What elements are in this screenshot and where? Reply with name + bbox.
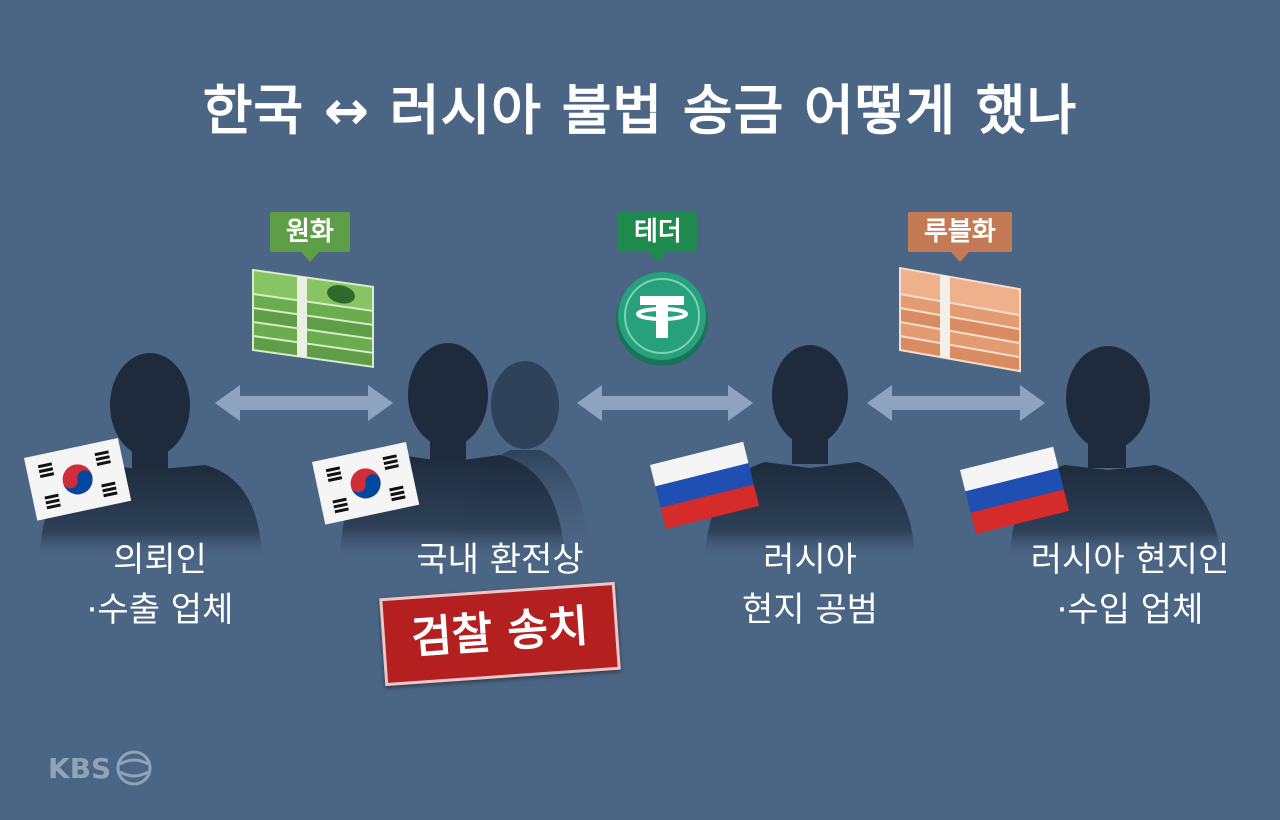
double-arrow-icon (577, 385, 753, 421)
south-korea-flag-icon (24, 438, 132, 521)
actor-label-line: 러시아 현지인 (1030, 540, 1230, 580)
actor-label-line: ·수입 업체 (1056, 590, 1204, 630)
actor-label-importer: 러시아 현지인 ·수입 업체 (1000, 535, 1260, 635)
south-korea-flag-icon (312, 442, 420, 525)
arrows (215, 385, 1045, 421)
tether-coin-icon (616, 272, 708, 366)
kbs-logo-icon (116, 750, 152, 786)
actor-label-client: 의뢰인 ·수출 업체 (60, 535, 260, 635)
double-arrow-icon (215, 385, 393, 421)
currency-tag-ruble: 루블화 (908, 212, 1012, 262)
actor-label-line: 국내 환전상 (416, 540, 584, 580)
currency-tag-tether: 테더 (618, 212, 698, 262)
russia-flag-icon (650, 441, 760, 530)
kbs-logo-text: KBS (48, 752, 112, 785)
actor-label-line: 러시아 (763, 540, 857, 580)
currency-tag-won: 원화 (270, 212, 350, 262)
actor-label-exchanger: 국내 환전상 (380, 535, 620, 585)
actor-label-line: 현지 공범 (742, 590, 878, 630)
russia-flag-icon (960, 446, 1070, 535)
page-title: 한국 ↔ 러시아 불법 송금 어떻게 했나 (202, 79, 1078, 142)
prosecution-stamp: 검찰 송치 (379, 581, 621, 687)
won-banknote-stack-icon (252, 268, 374, 369)
actor-label-accomplice: 러시아 현지 공범 (710, 535, 910, 635)
actor-label-line: ·수출 업체 (86, 590, 234, 630)
actor-label-line: 의뢰인 (113, 540, 207, 580)
ruble-banknote-stack-icon (899, 266, 1021, 373)
person-silhouette-accomplice (705, 345, 915, 560)
double-arrow-icon (867, 385, 1045, 421)
